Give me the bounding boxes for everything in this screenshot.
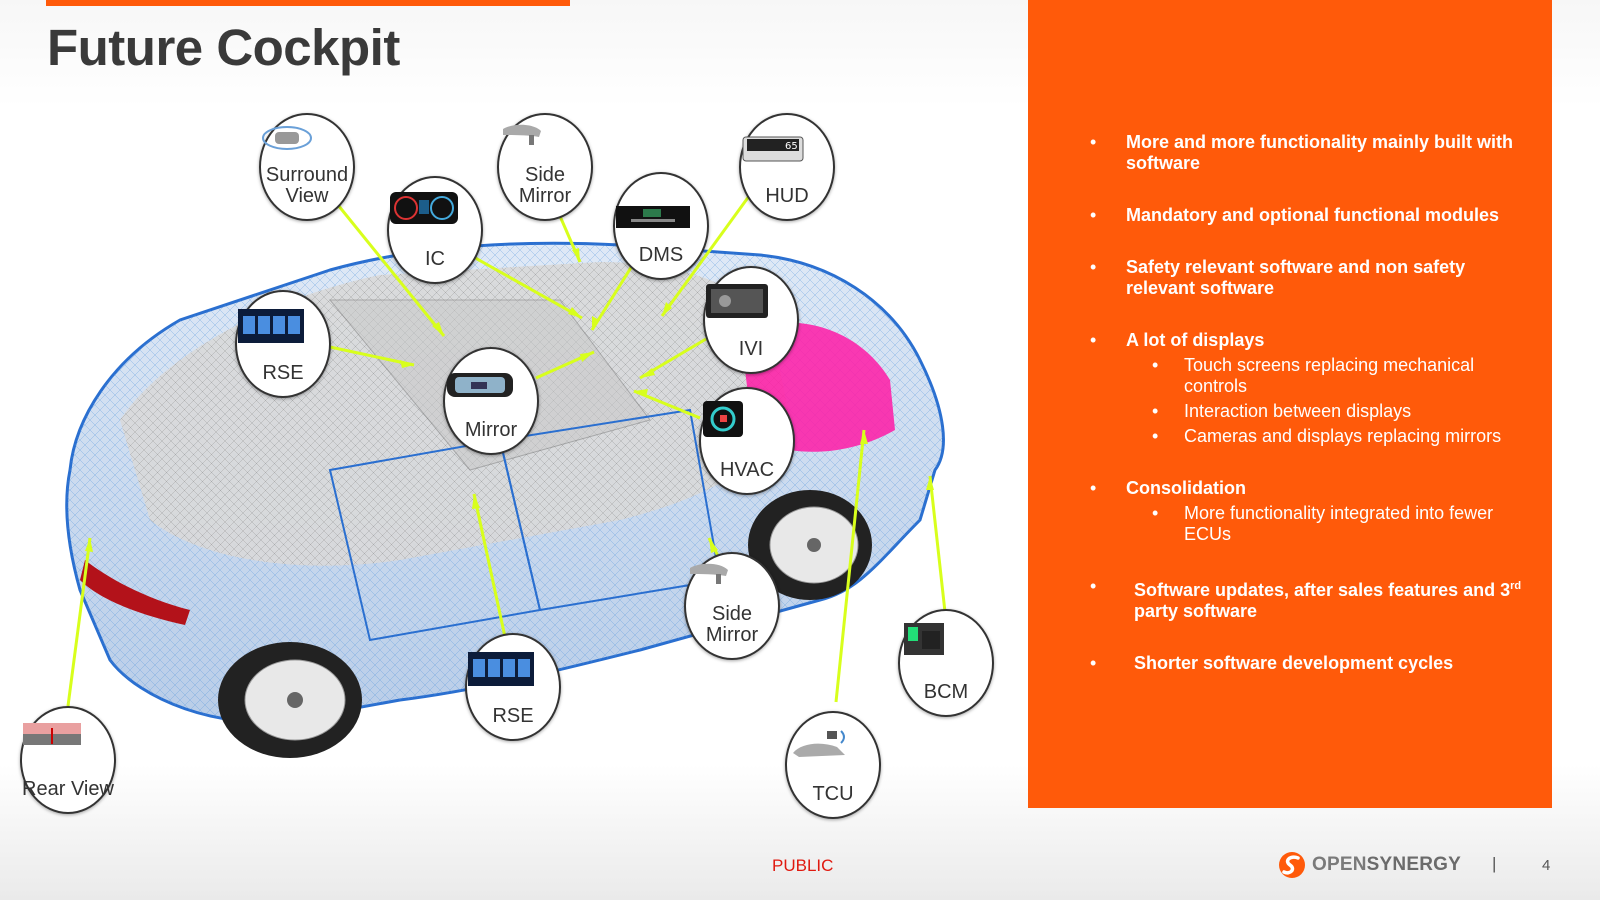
bullet-item: A lot of displays Touch screens replacin… xyxy=(1088,330,1528,447)
key-points-panel: More and more functionality mainly built… xyxy=(1028,0,1552,808)
callout-label: Rear View xyxy=(22,778,114,800)
callout-label: Side Mirror xyxy=(705,603,759,646)
callout-label: IVI xyxy=(738,338,764,360)
bullet-item: Consolidation More functionality integra… xyxy=(1088,478,1528,545)
page-number: 4 xyxy=(1542,857,1551,874)
key-points-list: More and more functionality mainly built… xyxy=(1088,132,1528,705)
callout-side-mirror-top[interactable]: Side Mirror xyxy=(497,113,593,221)
footer-separator: | xyxy=(1492,854,1497,873)
callout-label: DMS xyxy=(638,244,684,266)
bullet-item: Shorter software development cycles xyxy=(1088,653,1528,674)
bullet-item: Safety relevant software and non safety … xyxy=(1088,257,1528,299)
callout-label: BCM xyxy=(923,681,969,703)
callout-tcu[interactable]: TCU xyxy=(785,711,881,819)
sub-bullet-item: More functionality integrated into fewer… xyxy=(1126,503,1528,545)
sub-bullet-list: Touch screens replacing mechanical contr… xyxy=(1126,355,1528,447)
callout-label: HUD xyxy=(765,185,809,207)
callout-label: Mirror xyxy=(464,419,518,441)
title-accent-bar xyxy=(46,0,570,6)
front-wheel xyxy=(748,490,872,600)
callout-label: HVAC xyxy=(719,459,775,481)
bullet-item: Mandatory and optional functional module… xyxy=(1088,205,1528,226)
callout-label: Surround View xyxy=(265,164,349,207)
sub-bullet-item: Interaction between displays xyxy=(1126,401,1528,422)
callout-label: IC xyxy=(425,248,445,270)
callout-label: Side Mirror xyxy=(518,164,572,207)
logo-wordmark: OPENSYNERGY xyxy=(1312,854,1461,875)
driver-monitoring-icon xyxy=(616,206,690,228)
hvac-control-icon xyxy=(703,401,743,437)
bullet-item: More and more functionality mainly built… xyxy=(1088,132,1528,174)
callout-surround-view[interactable]: Surround View xyxy=(259,113,355,221)
rear-seat-display-icon xyxy=(238,309,304,343)
instrument-cluster-icon xyxy=(390,192,458,224)
body-control-module-icon xyxy=(904,623,944,655)
rear-seat-display-icon xyxy=(468,652,534,686)
slide-title: Future Cockpit xyxy=(47,19,400,76)
callout-label: RSE xyxy=(262,362,304,384)
side-mirror-icon xyxy=(503,124,541,145)
sub-bullet-item: Cameras and displays replacing mirrors xyxy=(1126,426,1528,447)
hud-display-icon: 65 xyxy=(742,136,804,162)
callout-bcm[interactable]: BCM xyxy=(898,609,994,717)
callout-rse-bottom[interactable]: RSE xyxy=(465,633,561,741)
callout-lines xyxy=(66,191,947,707)
callout-ic[interactable]: IC xyxy=(387,176,483,284)
side-mirror-icon xyxy=(690,563,728,584)
opensynergy-logo-icon xyxy=(1279,852,1305,878)
bullet-item: Software updates, after sales features a… xyxy=(1088,576,1528,622)
surround-view-camera-icon xyxy=(262,126,312,150)
callout-label: RSE xyxy=(492,705,534,727)
callout-mirror[interactable]: Mirror xyxy=(443,347,539,455)
telematics-unit-icon xyxy=(793,730,845,757)
opensynergy-logo: OPENSYNERGY xyxy=(1278,851,1461,879)
callout-rse-left[interactable]: RSE xyxy=(235,290,331,398)
callout-hud[interactable]: 65 HUD xyxy=(739,113,835,221)
rear-view-camera-icon xyxy=(23,723,81,745)
sub-bullet-item: Touch screens replacing mechanical contr… xyxy=(1126,355,1528,397)
callout-hvac[interactable]: HVAC xyxy=(699,387,795,495)
sub-bullet-list: More functionality integrated into fewer… xyxy=(1126,503,1528,545)
svg-text:65: 65 xyxy=(785,141,798,152)
infotainment-icon xyxy=(706,284,768,318)
callout-rear-view[interactable]: Rear View xyxy=(20,706,116,814)
callout-ivi[interactable]: IVI xyxy=(703,266,799,374)
rearview-mirror-icon xyxy=(447,373,513,397)
car-diagram: Surround View Side Mirror 65 HUD IC DMS … xyxy=(20,113,994,819)
callout-side-mirror-bottom[interactable]: Side Mirror xyxy=(684,552,780,660)
callout-dms[interactable]: DMS xyxy=(613,172,709,280)
callout-label: TCU xyxy=(812,783,854,805)
rear-wheel xyxy=(218,642,362,758)
classification-label: PUBLIC xyxy=(772,856,834,875)
